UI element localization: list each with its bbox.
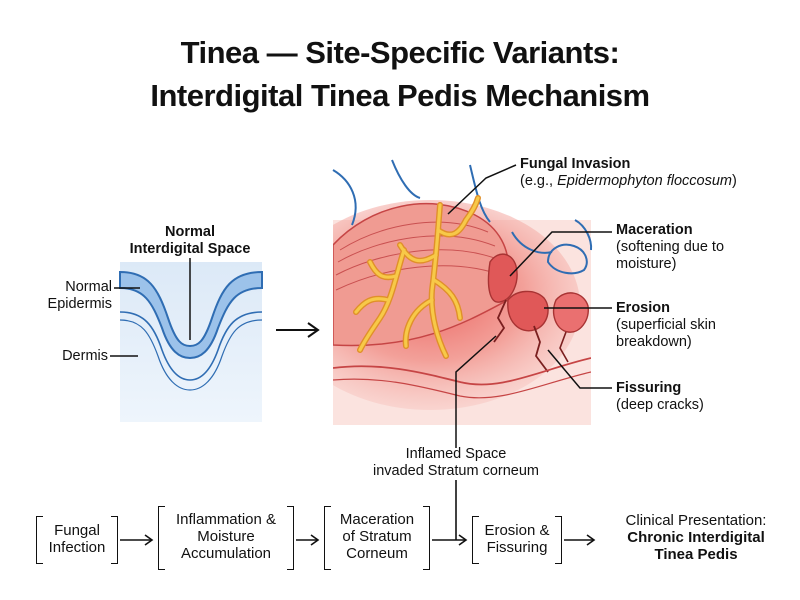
leader-fungal-invasion xyxy=(447,164,517,215)
adjacent-toe-outline xyxy=(546,243,588,275)
fissuring-label: Fissuring (deep cracks) xyxy=(616,380,704,413)
flow-step-inflammation: Inflammation & Moisture Accumulation xyxy=(158,506,294,570)
maceration-label: Maceration (softening due to moisture) xyxy=(616,222,725,272)
fissure-crack xyxy=(493,299,507,343)
title-line-1: Tinea — Site-Specific Variants: xyxy=(180,35,620,70)
normal-epidermis-label: Normal Epidermis xyxy=(47,279,112,312)
maceration-lesion xyxy=(487,253,518,303)
leader-inflamed-space xyxy=(455,335,497,448)
normal-space-heading: Normal Interdigital Space xyxy=(129,224,251,257)
fungal-hyphae xyxy=(353,195,481,359)
erosion-label: Erosion (superficial skin breakdown) xyxy=(616,300,716,350)
leader-fissuring xyxy=(547,349,612,389)
flow-step-fungal-infection: Fungal Infection xyxy=(36,516,118,564)
transition-arrow xyxy=(276,322,320,338)
normal-epidermis-layer xyxy=(119,270,263,360)
title-line-2: Interdigital Tinea Pedis Mechanism xyxy=(150,78,650,113)
normal-interdigital-panel xyxy=(110,258,263,422)
dermis-line-inner xyxy=(119,319,263,391)
dermis-line xyxy=(119,311,263,381)
flow-step-erosion-fissuring: Erosion & Fissuring xyxy=(472,516,562,564)
flow-step-maceration: Maceration of Stratum Corneum xyxy=(324,506,430,570)
inflamed-space-label: Inflamed Space invaded Stratum corneum xyxy=(372,446,540,479)
infected-interdigital-panel xyxy=(332,159,612,448)
fungal-invasion-label: Fungal Invasion (e.g., Epidermophyton fl… xyxy=(520,156,737,189)
fissure-crack-2 xyxy=(533,325,549,373)
flow-result-clinical-presentation: Clinical Presentation: Chronic Interdigi… xyxy=(625,512,767,563)
flow-arrows xyxy=(120,480,596,546)
erosion-lesion-2 xyxy=(552,292,589,333)
macerated-epidermis-mound xyxy=(333,202,509,347)
erosion-lesion xyxy=(507,290,549,332)
dermis-label: Dermis xyxy=(62,348,108,364)
leader-maceration xyxy=(509,231,612,277)
